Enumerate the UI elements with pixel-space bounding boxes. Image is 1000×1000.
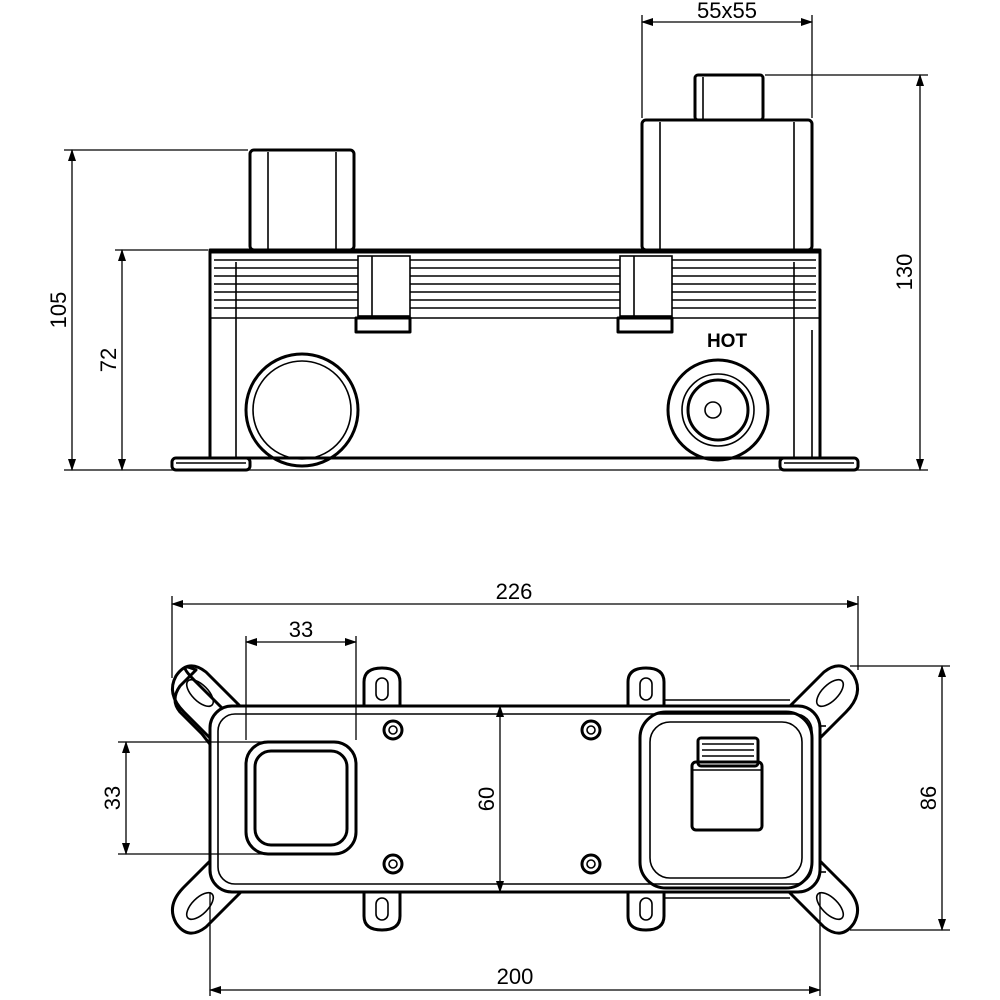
dim-overall-width: 226 xyxy=(171,579,859,678)
mounting-plate xyxy=(208,699,826,899)
mounting-ear-bottom-left xyxy=(170,855,242,935)
mounting-ear-bottom-right xyxy=(788,855,860,935)
mounting-tabs xyxy=(362,666,666,932)
svg-text:60: 60 xyxy=(474,787,499,811)
hot-inlet-port xyxy=(666,358,770,462)
dim-square-height: 33 xyxy=(100,741,262,855)
valve-body xyxy=(208,248,822,460)
left-square-outlet xyxy=(248,148,356,252)
dim-total-height: 130 xyxy=(765,74,928,471)
svg-text:72: 72 xyxy=(96,348,121,372)
front-view: HOT 55x55 130 105 72 xyxy=(46,0,928,472)
mounting-ear-top-right xyxy=(788,664,860,744)
dim-square-width: 33 xyxy=(245,617,357,740)
cartridge-housing xyxy=(640,73,814,252)
hot-label: HOT xyxy=(707,331,748,352)
dim-body-depth: 60 xyxy=(474,705,504,893)
svg-text:86: 86 xyxy=(916,786,941,810)
dim-square-outlet: 55x55 xyxy=(641,0,813,118)
svg-text:226: 226 xyxy=(496,579,533,604)
screw-holes xyxy=(382,719,602,875)
mounting-foot-right xyxy=(778,456,860,472)
plan-square-outlet xyxy=(244,740,358,856)
svg-text:130: 130 xyxy=(892,254,917,291)
dim-overall-depth: 86 xyxy=(850,665,950,931)
dim-body-width: 200 xyxy=(209,892,821,996)
mounting-foot-left xyxy=(170,456,252,472)
svg-text:33: 33 xyxy=(289,617,313,642)
cold-inlet-port xyxy=(244,352,360,468)
dim-height-body: 72 xyxy=(96,249,208,471)
svg-text:55x55: 55x55 xyxy=(697,0,757,23)
svg-text:33: 33 xyxy=(100,786,125,810)
mounting-ear-top-left xyxy=(170,664,242,754)
plan-cartridge-housing xyxy=(638,710,814,890)
plaster-guard xyxy=(208,250,822,317)
plan-view: 226 33 33 60 86 xyxy=(100,579,950,996)
svg-text:105: 105 xyxy=(46,292,71,329)
dim-height-left: 105 xyxy=(46,149,248,471)
svg-text:200: 200 xyxy=(497,964,534,989)
